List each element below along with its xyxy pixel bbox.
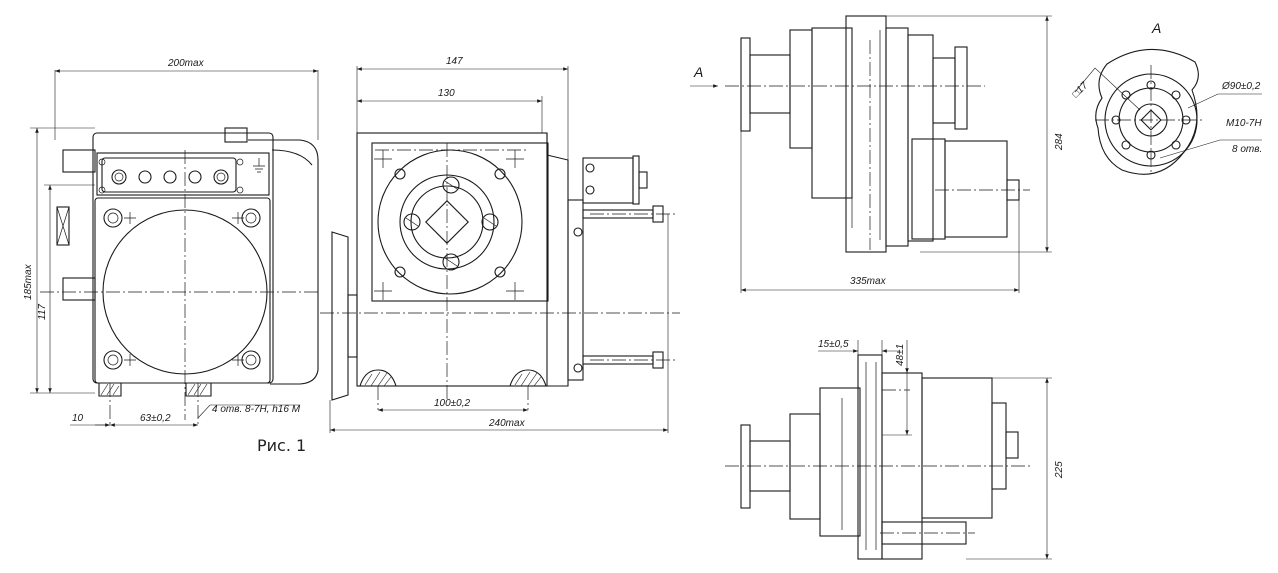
bottom-view (725, 340, 1052, 560)
dim-sq17: □17 (1070, 80, 1090, 100)
dim-48: 48±1 (895, 344, 906, 366)
long-view-top (690, 15, 1052, 293)
dim-147: 147 (446, 56, 463, 67)
dim-holes: 4 отв. 8-7H, h16 M (212, 404, 301, 415)
side-view (320, 66, 680, 433)
view-arrow-label-a: A (693, 64, 703, 80)
dim-284: 284 (1054, 133, 1065, 151)
dim-dia90: Ø90±0,2 (1221, 81, 1261, 92)
dim-200max: 200max (167, 58, 205, 69)
dim-15: 15±0,5 (818, 339, 849, 350)
dim-10: 10 (72, 413, 84, 424)
dim-m10: M10-7H (1226, 118, 1262, 129)
dim-240max: 240max (488, 418, 526, 429)
front-view (30, 69, 319, 427)
dim-185max: 185max (23, 263, 34, 300)
dim-117: 117 (37, 304, 48, 320)
view-title-a: A (1151, 20, 1161, 36)
dim-8holes: 8 отв. (1232, 144, 1262, 155)
dim-130: 130 (438, 88, 455, 99)
detail-view-a (1074, 48, 1262, 175)
figure-caption: Рис. 1 (257, 436, 306, 455)
dim-225: 225 (1054, 461, 1065, 479)
dim-335max: 335max (850, 276, 887, 287)
dim-100: 100±0,2 (434, 398, 471, 409)
dim-63: 63±0,2 (140, 413, 171, 424)
